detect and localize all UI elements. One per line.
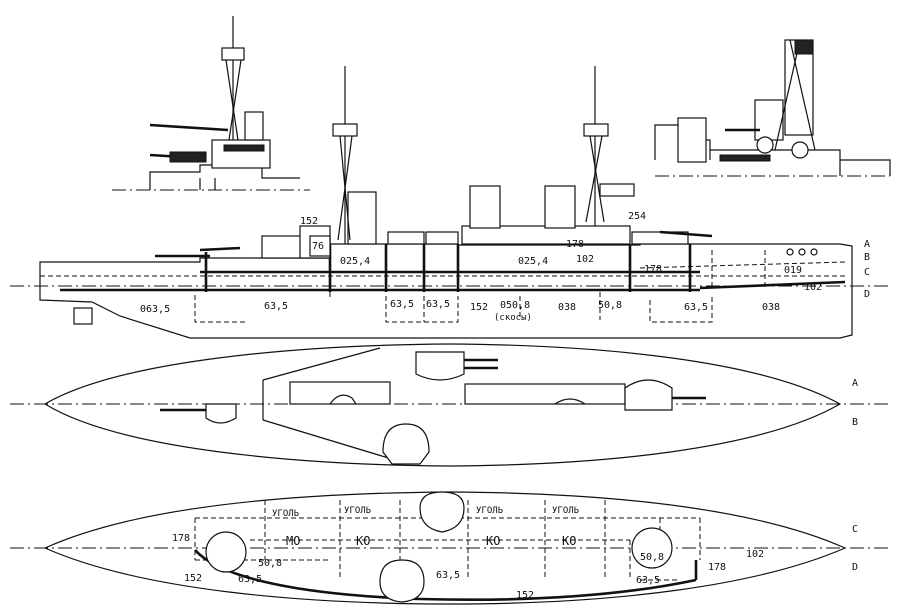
plan2-50-8-fwd: 50,8 [258, 558, 282, 569]
label-038-b: 038 [762, 302, 780, 313]
label-038-a: 038 [558, 302, 576, 313]
plan2-50-8-aft: 50,8 [640, 552, 664, 563]
plan2-ko-2: КО [486, 534, 500, 548]
plan2-102-aft: 102 [746, 549, 764, 560]
label-063-5: 063,5 [140, 304, 170, 315]
plan2-ko-3: КО [562, 534, 576, 548]
label-skosy: (скосы) [494, 313, 532, 323]
label-76: 76 [312, 241, 324, 252]
bow-detail-view [112, 16, 310, 191]
label-152-belt: 152 [470, 302, 488, 313]
label-025-4-a: 025,4 [340, 256, 370, 267]
label-63-5-aft: 63,5 [684, 302, 708, 313]
plan2-coal-1: УГОЛЬ [272, 509, 300, 519]
label-254: 254 [628, 211, 646, 222]
letter-a: A [864, 239, 870, 250]
label-102-belt: 102 [804, 282, 822, 293]
plan2-178-fwd: 178 [172, 533, 190, 544]
armor-plan-view: УГОЛЬ УГОЛЬ УГОЛЬ УГОЛЬ МО КО КО КО 178 … [10, 491, 890, 605]
plan2-letter-d: D [852, 562, 858, 573]
plan2-coal-2: УГОЛЬ [344, 506, 372, 516]
plan2-63-5-aft: 63,5 [636, 575, 660, 586]
letter-d: D [864, 289, 870, 300]
label-019: 019 [784, 265, 802, 276]
deck-plan-view: A B [10, 343, 890, 467]
label-63-5-b: 63,5 [426, 299, 450, 310]
plan1-letter-b: B [852, 417, 858, 428]
plan2-coal-3: УГОЛЬ [476, 506, 504, 516]
stern-detail-view [654, 39, 891, 177]
plan2-152-bot: 152 [516, 590, 534, 601]
plan1-letter-a: A [852, 378, 858, 389]
label-025-4-b: 025,4 [518, 256, 548, 267]
plan2-152-fwd: 152 [184, 573, 202, 584]
label-050-8: 050,8 [500, 300, 530, 311]
label-50-8: 50,8 [598, 300, 622, 311]
plan2-letter-c: C [852, 524, 858, 535]
side-profile-view: 152 254 76 178 025,4 025,4 102 178 019 1… [10, 66, 890, 339]
letter-b: B [864, 252, 870, 263]
label-152-top: 152 [300, 216, 318, 227]
letter-c: C [864, 267, 870, 278]
label-178-aft: 178 [644, 264, 662, 275]
label-178-bridge: 178 [566, 239, 584, 250]
label-63-5-a: 63,5 [390, 299, 414, 310]
plan2-178-aft: 178 [708, 562, 726, 573]
label-63-5-fwd: 63,5 [264, 301, 288, 312]
plan2-mo: МО [286, 534, 300, 548]
plan2-ko-1: КО [356, 534, 370, 548]
plan2-63-5-fwd: 63,5 [238, 574, 262, 585]
plan2-63-5-mid: 63,5 [436, 570, 460, 581]
label-102-upper: 102 [576, 254, 594, 265]
plan2-coal-4: УГОЛЬ [552, 506, 580, 516]
